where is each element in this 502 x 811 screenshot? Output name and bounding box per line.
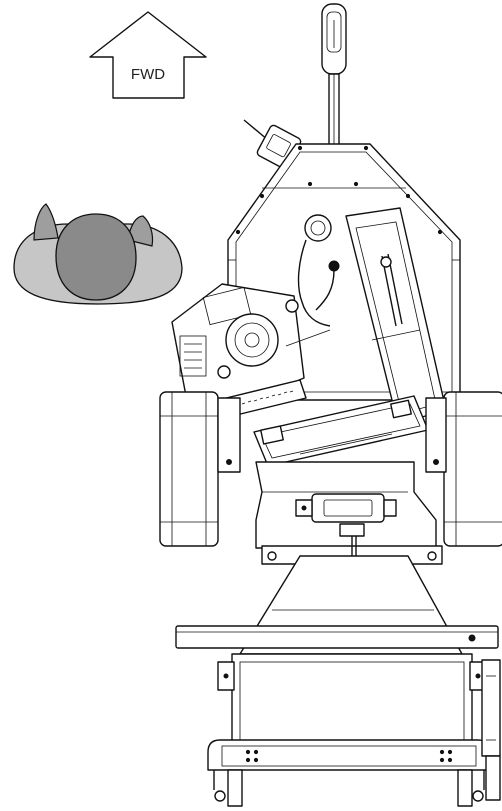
forward-direction-arrow: FWD <box>89 11 207 99</box>
engine-block <box>171 283 331 411</box>
front-bumper-handle <box>207 739 491 807</box>
handle-grip <box>321 3 347 147</box>
fuel-cap-and-lines <box>297 213 373 327</box>
operator-right-ear <box>127 215 154 247</box>
left-wheel <box>159 391 219 547</box>
right-side-bracket <box>481 659 501 801</box>
right-wheel <box>443 391 502 547</box>
transmission-housing <box>253 395 429 467</box>
chassis-plate <box>255 461 443 565</box>
cross-bar <box>175 625 499 649</box>
operator-left-ear <box>33 203 59 241</box>
machine-drawing <box>159 3 502 807</box>
operator-head <box>55 213 137 301</box>
fwd-label: FWD <box>131 66 165 83</box>
operator-figure <box>13 203 183 305</box>
frame-rails <box>217 397 447 473</box>
